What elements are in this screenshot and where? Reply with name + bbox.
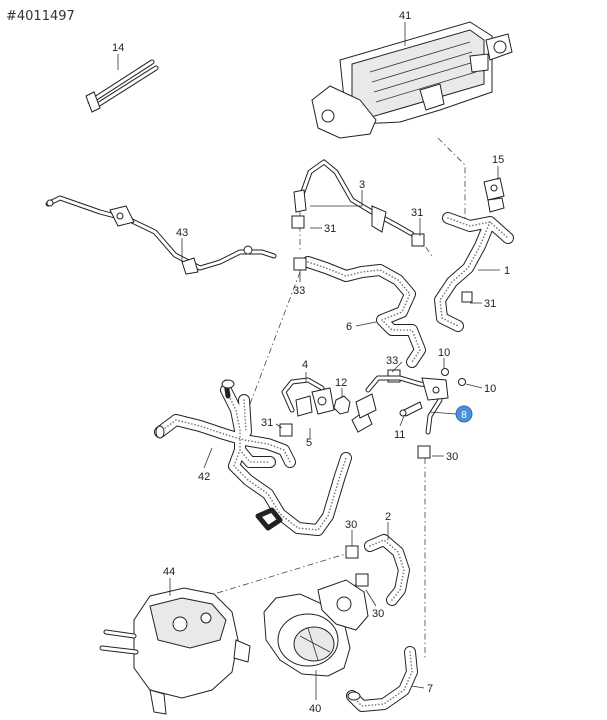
callout-6: 6 (346, 321, 352, 333)
document-id: #4011497 (6, 9, 75, 24)
charge-air-cooler (311, 21, 513, 139)
callout-labels: 41 14 15 3 31 31 43 33 1 31 6 33 10 10 4… (112, 10, 510, 715)
callout-42: 42 (198, 471, 210, 483)
callout-10-upper: 10 (438, 347, 450, 359)
o-rings (441, 368, 466, 386)
bolt (399, 401, 423, 417)
callout-15: 15 (492, 154, 504, 166)
callout-8[interactable]: 8 (461, 410, 467, 421)
callout-31-hose1: 31 (484, 298, 496, 310)
callout-2: 2 (385, 511, 391, 523)
coolant-hose-2 (364, 534, 410, 606)
coolant-flange (351, 375, 449, 435)
callout-40: 40 (309, 703, 321, 715)
callout-30-right: 30 (446, 451, 458, 463)
coolant-pump (263, 579, 369, 677)
callout-12: 12 (335, 377, 347, 389)
callout-10-lower: 10 (484, 383, 496, 395)
callout-31-right: 31 (411, 207, 423, 219)
nut (333, 395, 351, 415)
callout-41: 41 (399, 10, 411, 22)
coolant-pipe (293, 159, 415, 237)
callout-11: 11 (394, 429, 405, 441)
callout-30-lower: 30 (372, 608, 384, 620)
highlight-badge[interactable] (455, 405, 473, 423)
callout-30-middle: 30 (345, 519, 357, 531)
coolant-hose-7 (346, 646, 418, 712)
callout-44: 44 (163, 566, 175, 578)
sensor (483, 177, 505, 213)
pump-module (99, 587, 251, 715)
callout-33-lower: 33 (386, 355, 398, 367)
guide-strips (85, 59, 159, 113)
callout-5: 5 (306, 437, 312, 449)
pipe-with-flange (281, 377, 335, 417)
callout-4: 4 (302, 359, 308, 371)
callout-14: 14 (112, 42, 124, 54)
leader-lines (117, 22, 500, 700)
highlighted-callout-8[interactable]: 8 (455, 405, 473, 423)
coolant-hose-6 (302, 256, 426, 368)
callout-31-upper: 31 (324, 223, 336, 235)
callout-31-lower: 31 (261, 417, 273, 429)
coolant-hose-1 (434, 212, 514, 332)
metal-pipe (45, 195, 277, 275)
coolant-hose-42 (154, 379, 352, 536)
callout-33-upper: 33 (293, 285, 305, 297)
callout-1: 1 (504, 265, 510, 277)
callout-3: 3 (359, 179, 365, 191)
callout-7: 7 (427, 683, 433, 695)
callout-43: 43 (176, 227, 188, 239)
